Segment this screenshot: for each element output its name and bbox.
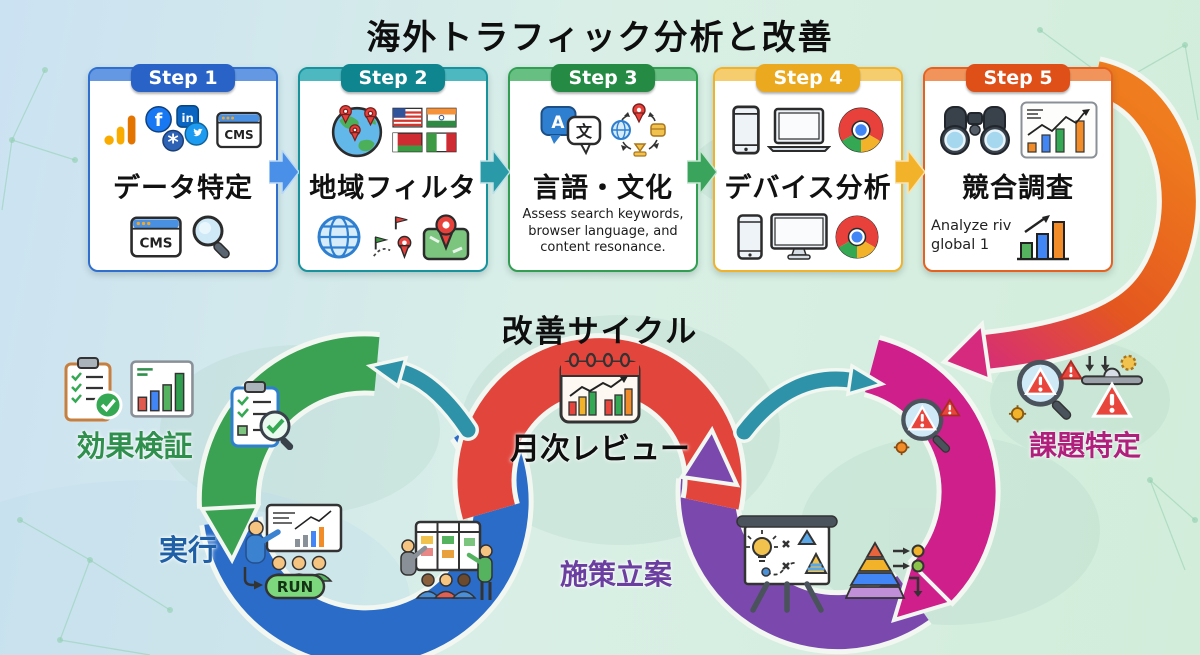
step-card-4: Step 4 デバイス分析 [713,64,903,272]
connector-left-arrowhead [365,355,409,389]
clipboard-check-icon [62,356,124,422]
cms-window-icon: CMS [129,216,182,258]
kanban-meeting-icon [398,518,494,606]
growth-chart-icon [1020,101,1097,159]
step4-tag: Step 4 [756,64,860,92]
connector-right [736,371,858,440]
presentation-run-icon: RUN [233,503,345,601]
step5-caption-text: Analyze riv global 1 [931,217,1011,255]
step3-icons-top: A 文 [510,99,696,161]
step2-tag: Step 2 [341,64,445,92]
step3-title: 言語・文化 [533,173,673,204]
arrow-step4-to-step5 [895,150,925,194]
laptop-icon [767,107,831,152]
google-analytics-icon [104,115,136,145]
svg-text:*: * [168,130,179,155]
route-flags-icon [373,216,412,260]
step5-tag: Step 5 [966,64,1070,92]
step1-icons-bottom: CMS [90,209,276,265]
asterisk-social-icon [162,129,185,152]
verification-arrowhead [198,503,262,565]
label-monthly-review: 月次レビュー [510,432,690,467]
arrow-step1-to-step2 [269,150,299,194]
step1-icons-top: f in * CMS [90,99,276,161]
social-icons-cluster: f in * [145,105,209,155]
gauge-warning-icon [1080,350,1144,426]
label-issue-identification: 課題特定 [1028,429,1141,462]
step-card-2: Step 2 [298,64,488,272]
step4-icons-bottom [715,209,901,265]
chrome-icon [838,107,884,153]
flags-icon [391,107,457,153]
step5-caption-line2: global 1 [931,237,990,253]
step4-icons-top [715,99,901,161]
mini-bar-chart-icon [1017,215,1070,261]
main-title: 海外トラフィック分析と改善 [366,18,834,58]
step2-title: 地域フィルタ [309,173,477,204]
svg-text:A: A [551,113,565,133]
svg-text:CMS: CMS [139,235,172,251]
culture-cycle-icon [610,103,666,157]
desktop-icon [770,213,828,260]
issue-magnifier-icon [1008,352,1090,426]
arrow-step3-to-step4 [687,150,717,194]
svg-text:f: f [155,111,163,131]
results-chart-icon [130,360,194,418]
label-planning: 施策立案 [559,558,672,591]
arrow-step2-to-step3 [480,150,510,194]
pyramid-steps-icon [845,540,929,606]
step2-icons-top [300,99,486,161]
smartphone-icon [737,214,763,260]
step-card-1: Step 1 f in * CMS [88,64,278,272]
wireframe-globe-icon [317,215,361,259]
translate-icon: A 文 [540,106,601,156]
planning-arc [680,478,929,650]
map-pin-icon [422,214,470,261]
step5-icons-top [925,99,1111,161]
svg-text:in: in [182,111,194,125]
step5-caption-line1: Analyze riv [931,218,1012,235]
chrome-icon [835,215,879,259]
connector-left [394,364,476,438]
issue-arc [864,339,996,604]
magnifier-icon [192,215,230,259]
svg-text:文: 文 [575,122,592,141]
step4-title: デバイス分析 [724,173,892,204]
cms-window-icon: CMS [216,111,262,149]
step2-icons-bottom [300,209,486,265]
step5-title: 競合調査 [962,173,1074,204]
step5-caption: Analyze riv global 1 [931,209,1107,263]
step3-tag: Step 3 [551,64,655,92]
step-card-5: Step 5 競合調査 [923,64,1113,272]
issue-arrowhead [891,559,955,623]
label-execution: 実行 [158,533,217,567]
strategy-board-icon [735,514,839,616]
step3-caption: Assess search keywords, browser language… [522,207,684,256]
cycle-title: 改善サイクル [501,314,699,350]
svg-text:RUN: RUN [277,578,313,596]
svg-text:CMS: CMS [224,128,253,142]
issue-magnifier-icon [893,392,967,458]
facebook-icon [145,106,172,133]
label-verification: 効果検証 [76,429,193,463]
binoculars-icon [939,106,1010,155]
clipboard-magnifier-icon [228,380,294,450]
smartphone-icon [732,105,760,155]
connector-right-arrowhead [845,363,887,397]
planning-arrowhead [678,425,741,488]
step1-tag: Step 1 [131,64,235,92]
calendar-chart-icon [558,352,642,426]
step1-title: データ特定 [113,173,253,204]
globe-pins-icon [331,105,382,158]
